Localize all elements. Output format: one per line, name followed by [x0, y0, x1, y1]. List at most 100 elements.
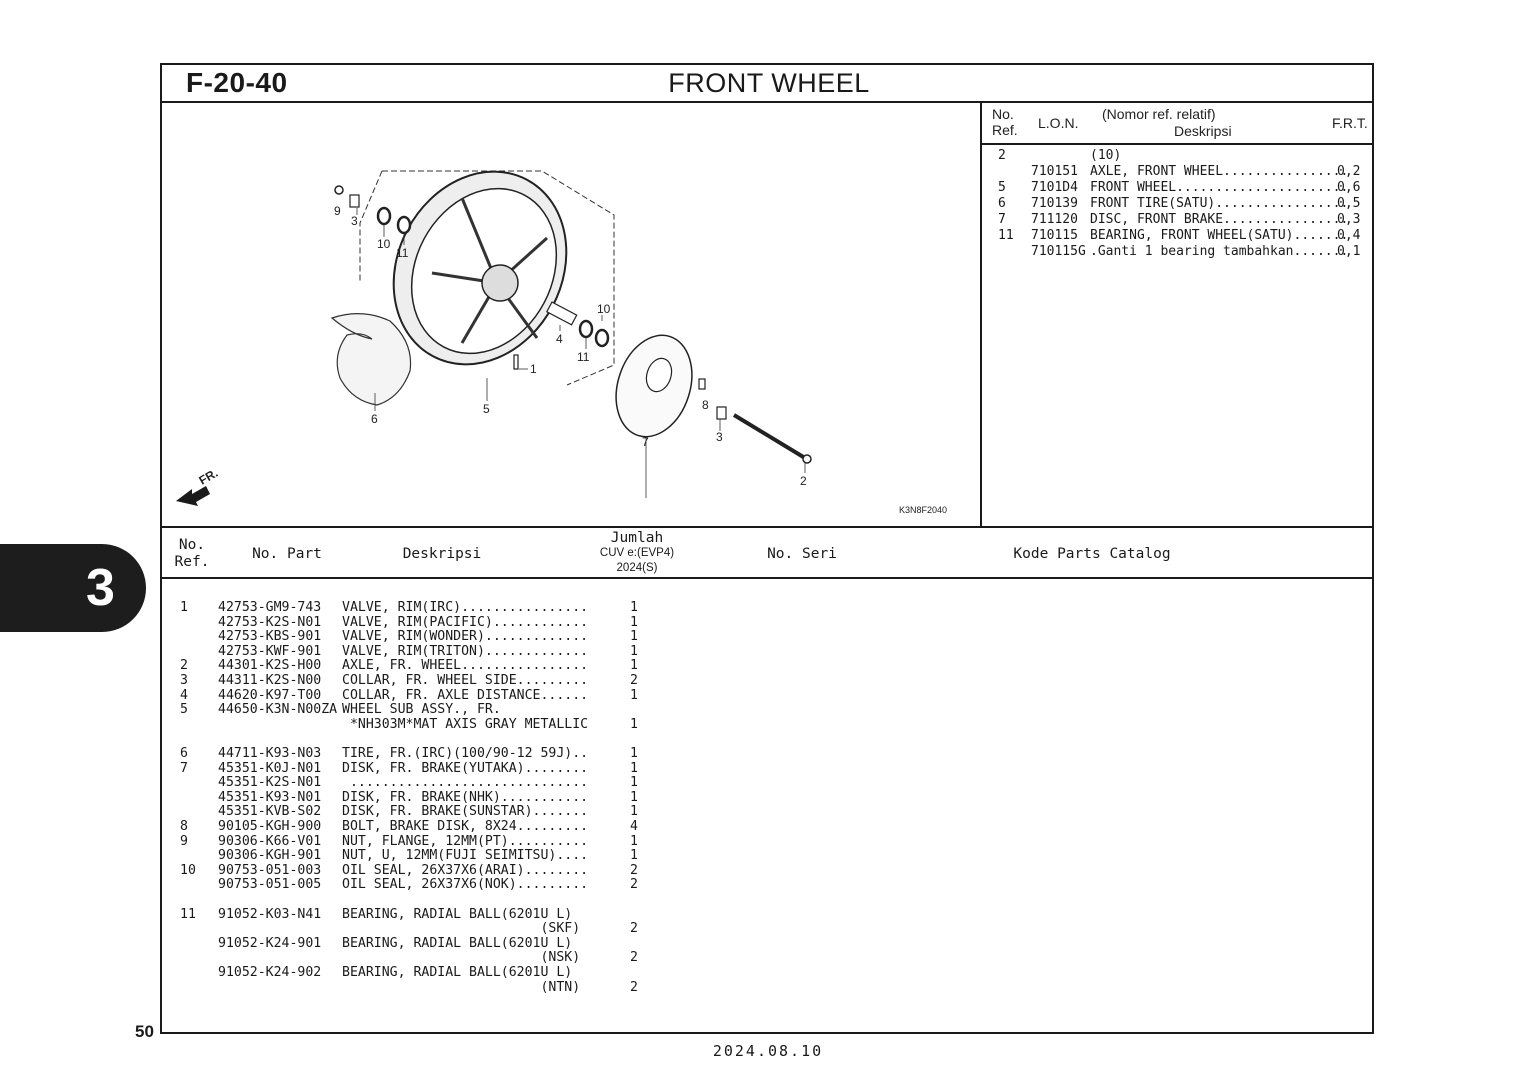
part-description: AXLE, FR. WHEEL................	[342, 658, 589, 674]
part-description: VALVE, RIM(WONDER).............	[342, 629, 589, 645]
section-tab: 3	[0, 544, 146, 632]
part-description: NUT, U, 12MM(FUJI SEIMITSU)....	[342, 848, 589, 864]
part-ref: 10	[180, 862, 196, 878]
part-number: 90105-KGH-900	[218, 819, 322, 834]
part-description: OIL SEAL, 26X37X6(NOK).........	[342, 877, 589, 893]
frt-ref: 6	[998, 196, 1006, 211]
frt-desc: FRONT WHEEL......................	[1090, 180, 1349, 195]
frt-desc: (10)	[1090, 148, 1122, 163]
col-year: 2024(S)	[616, 562, 658, 574]
table-row: (NTN)2	[162, 980, 862, 996]
part-description: (SKF)	[342, 921, 581, 937]
part-number: 45351-K0J-N01	[218, 760, 322, 776]
part-ref: 6	[180, 746, 188, 761]
frt-lon: 710139	[1031, 196, 1078, 211]
frt-desc: AXLE, FRONT WHEEL................	[1090, 164, 1349, 179]
frt-ref: 11	[998, 228, 1014, 243]
frt-ref: 5	[998, 180, 1006, 195]
callout-3b: 3	[716, 430, 723, 444]
callout-10: 10	[377, 237, 391, 251]
part-number: 90306-KGH-901	[218, 848, 322, 864]
part-quantity: 1	[630, 746, 638, 761]
part-quantity: 1	[630, 760, 638, 776]
part-quantity: 1	[630, 775, 638, 791]
part-description: NUT, FLANGE, 12MM(PT)..........	[342, 833, 589, 849]
table-row: 45351-K2S-N01 ..........................…	[162, 776, 862, 791]
tire	[330, 313, 412, 406]
part-number: 42753-KBS-901	[218, 629, 322, 645]
part-description: BEARING, RADIAL BALL(6201U L)	[342, 935, 573, 951]
frt-lon: 710115G	[1031, 244, 1086, 259]
frt-desc: FRONT TIRE(SATU).................	[1090, 196, 1349, 211]
callout-11b: 11	[577, 350, 590, 364]
part-quantity: 2	[630, 673, 638, 688]
callout-10b: 10	[597, 302, 611, 316]
part-quantity: 1	[630, 614, 638, 630]
part-ref: 4	[180, 687, 188, 703]
callout-7: 7	[642, 435, 649, 449]
wheel-hub	[481, 264, 519, 302]
part-number: 91052-K24-901	[218, 935, 322, 951]
part-ref: 8	[180, 819, 188, 834]
frt-lon: 711120	[1031, 212, 1078, 227]
part-quantity: 2	[630, 877, 638, 893]
part-description: COLLAR, FR. WHEEL SIDE.........	[342, 673, 589, 688]
frt-value: 0,2	[1337, 164, 1361, 179]
exploded-diagram: 9 3 10 11 5 6 1 4 11 10 7 8 3 2 FR. K3N8…	[162, 103, 982, 526]
part-description: BEARING, RADIAL BALL(6201U L)	[342, 906, 573, 922]
callout-2: 2	[800, 474, 807, 488]
part-description: WHEEL SUB ASSY., FR.	[342, 702, 501, 718]
part-quantity: 1	[630, 833, 638, 849]
callout-6: 6	[371, 412, 378, 426]
frt-lon: 710151	[1031, 164, 1078, 179]
part-number: 90753-051-003	[218, 862, 322, 878]
col-deskripsi: Deskripsi	[402, 546, 482, 562]
frt-header-no-ref: No. Ref.	[992, 106, 1018, 138]
callout-3: 3	[351, 214, 358, 228]
part-ref: 3	[180, 673, 188, 688]
page-number: 50	[135, 1022, 154, 1041]
part-quantity: 2	[630, 950, 638, 966]
frt-header: No. Ref. L.O.N. (Nomor ref. relatif) Des…	[982, 103, 1374, 145]
frt-desc: DISC, FRONT BRAKE................	[1090, 212, 1349, 227]
axle	[732, 413, 807, 460]
part-ref: 2	[180, 658, 188, 674]
part-description: VALVE, RIM(PACIFIC)............	[342, 614, 589, 630]
part-description: ..............................	[342, 775, 589, 791]
frt-value: 0,6	[1337, 180, 1361, 195]
frt-value: 0,4	[1337, 228, 1361, 243]
part-quantity: 1	[630, 687, 638, 703]
part-quantity: 1	[630, 789, 638, 805]
frt-lon: 710115	[1031, 228, 1078, 243]
parts-table-header: No. Ref. No. Part Deskripsi Jumlah CUV e…	[162, 526, 1372, 579]
table-row: (SKF)2	[162, 922, 862, 937]
frt-header-frt: F.R.T.	[1332, 115, 1368, 131]
frt-header-deskripsi: Deskripsi	[1174, 123, 1232, 139]
callout-8: 8	[702, 398, 709, 412]
part-description: (NSK)	[342, 950, 581, 966]
part-quantity: 1	[630, 643, 638, 659]
frt-header-lon: L.O.N.	[1038, 115, 1079, 131]
direction-label: FR.	[197, 466, 221, 488]
frt-header-nomor: (Nomor ref. relatif)	[1102, 106, 1216, 122]
part-ref: 7	[180, 760, 188, 776]
part-number: 42753-KWF-901	[218, 643, 322, 659]
col-model: CUV e:(EVP4)	[599, 547, 675, 559]
frt-value: 0,3	[1337, 212, 1361, 227]
col-no-ref: No. Ref.	[174, 537, 210, 570]
table-row: 42753-KBS-901 VALVE, RIM(WONDER).........…	[162, 630, 862, 645]
part-number: 91052-K03-N41	[218, 906, 322, 922]
part-quantity: 1	[630, 716, 638, 732]
